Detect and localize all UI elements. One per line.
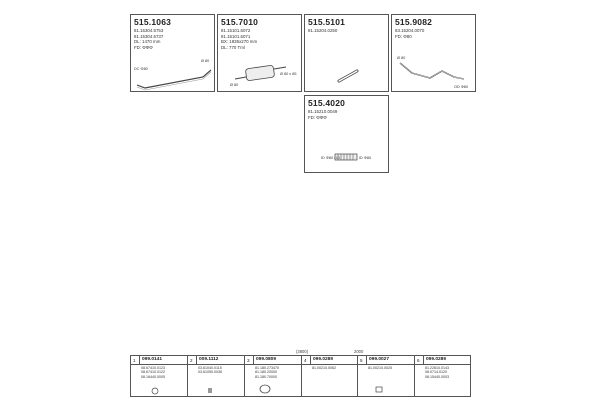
diameter-label: DC Φ80 (134, 67, 148, 71)
slot-text: 81.00210.0062 (312, 366, 336, 370)
part-card-5[interactable]: 515.4020 81.15210.0049 FD: ΦΦΦ ID Φ80 / … (304, 95, 389, 173)
slot-text: 81.00210.0025 (368, 366, 392, 370)
flex-body (334, 153, 358, 161)
year-label: 2000 (354, 349, 364, 354)
diameter-label: OD Φ80 (454, 85, 468, 89)
diameter-label: Ø 80 (397, 56, 405, 60)
tail-pipe-drawing: Ø 80 OD Φ80 (397, 56, 468, 89)
divider (131, 364, 187, 365)
pipe-shape (136, 69, 212, 89)
inlet-pipe (234, 76, 247, 80)
exhaust-pipe-drawing: DC Φ80 Ø 80 (134, 59, 212, 91)
slot-number: 5 (360, 358, 363, 363)
pipe-inner-shape (136, 71, 212, 91)
accessory-slot-2[interactable]: 2 009.1112 03.61040.0115 03.61050.0036 (188, 356, 245, 396)
slot-text: 81.22810.0143 08.0714.0120 08.15440.0003 (425, 366, 449, 379)
divider (358, 364, 414, 365)
diameter-label: ID Φ80 / ID (321, 156, 340, 160)
outlet-pipe (273, 66, 287, 70)
tail-pipe-inner (399, 62, 465, 80)
hanger-icon (259, 384, 271, 394)
slot-code: 099.0027 (369, 357, 390, 362)
accessory-slot-6[interactable]: 6 099.0289 81.22810.0143 08.0714.0120 08… (415, 356, 470, 396)
diameter-label: Ø 80 (230, 83, 238, 87)
muffler-body (245, 65, 275, 81)
divider (188, 364, 244, 365)
diameter-label: Ø 80 x 85 (280, 72, 296, 76)
part-meta: 81.15204.0250 (308, 28, 338, 33)
diameter-label: Ø 80 (201, 59, 209, 63)
divider (139, 356, 140, 364)
slot-code: 009.1112 (199, 357, 219, 362)
slot-number: 6 (417, 358, 420, 363)
part-code: 515.1063 (134, 17, 172, 27)
divider (423, 356, 424, 364)
flex-pipe-drawing: ID Φ80 / ID ID Φ80 (321, 153, 371, 161)
part-meta: 81.15210.0049 FD: ΦΦΦ (308, 109, 338, 120)
bolt-icon (208, 388, 212, 393)
slot-text: 08.67410.0123 08.67410.0122 08.16440.000… (141, 366, 165, 379)
slot-number: 1 (133, 358, 136, 363)
part-card-2[interactable]: 515.7010 81.15101.6072 81.15101.6071 BX:… (217, 14, 302, 92)
muffler-drawing: Ø 80 Ø 80 x 85 (230, 65, 296, 87)
part-code: 515.7010 (221, 17, 259, 27)
divider (366, 356, 367, 364)
slot-number: 4 (304, 358, 307, 363)
part-card-4[interactable]: 515.9082 83.15204.0070 FD: Φ80 Ø 80 OD Φ… (391, 14, 476, 92)
part-card-3[interactable]: 515.5101 81.15204.0250 (304, 14, 389, 92)
divider (302, 364, 357, 365)
divider (415, 364, 470, 365)
accessory-strip: 1 099.0141 08.67410.0123 08.67410.0122 0… (130, 355, 471, 397)
slot-text: 03.61040.0115 03.61050.0036 (198, 366, 222, 375)
slot-text: 81.180.273470 81.180.20000 81.180.70000 (255, 366, 279, 379)
part-code: 515.5101 (308, 17, 346, 27)
clamp-icon (151, 387, 159, 395)
pipe-section-drawing (337, 69, 359, 83)
gasket-icon (375, 386, 383, 393)
diameter-label: ID Φ80 (359, 156, 371, 160)
accessory-slot-1[interactable]: 1 099.0141 08.67410.0123 08.67410.0122 0… (131, 356, 188, 396)
part-meta: 81.15304.5753 81.15304.5737 DL: 1470 mm … (134, 28, 164, 50)
part-code: 515.9082 (395, 17, 433, 27)
slot-code: 099.0809 (256, 357, 277, 362)
slot-number: 2 (190, 358, 193, 363)
accessory-slot-4[interactable]: 4 099.0289 81.00210.0062 (302, 356, 358, 396)
divider (196, 356, 197, 364)
part-card-1[interactable]: 515.1063 81.15304.5753 81.15304.5737 DL:… (130, 14, 215, 92)
slot-number: 3 (247, 358, 250, 363)
divider (245, 364, 301, 365)
flex-ribs (337, 154, 354, 160)
divider (310, 356, 311, 364)
slot-code: 099.0141 (142, 357, 163, 362)
accessory-slot-3[interactable]: 3 099.0809 81.180.273470 81.180.20000 81… (245, 356, 302, 396)
part-code: 515.4020 (308, 98, 346, 108)
divider (253, 356, 254, 364)
pipe-section-highlight (338, 70, 358, 82)
part-meta: 83.15204.0070 FD: Φ80 (395, 28, 425, 39)
slot-code: 099.0289 (426, 357, 447, 362)
accessory-slot-5[interactable]: 5 099.0027 81.00210.0025 (358, 356, 415, 396)
part-meta: 81.15101.6072 81.15101.6071 BX: 1835x270… (221, 28, 258, 50)
slot-code: 099.0289 (313, 357, 334, 362)
year-label: (3800) (296, 349, 309, 354)
